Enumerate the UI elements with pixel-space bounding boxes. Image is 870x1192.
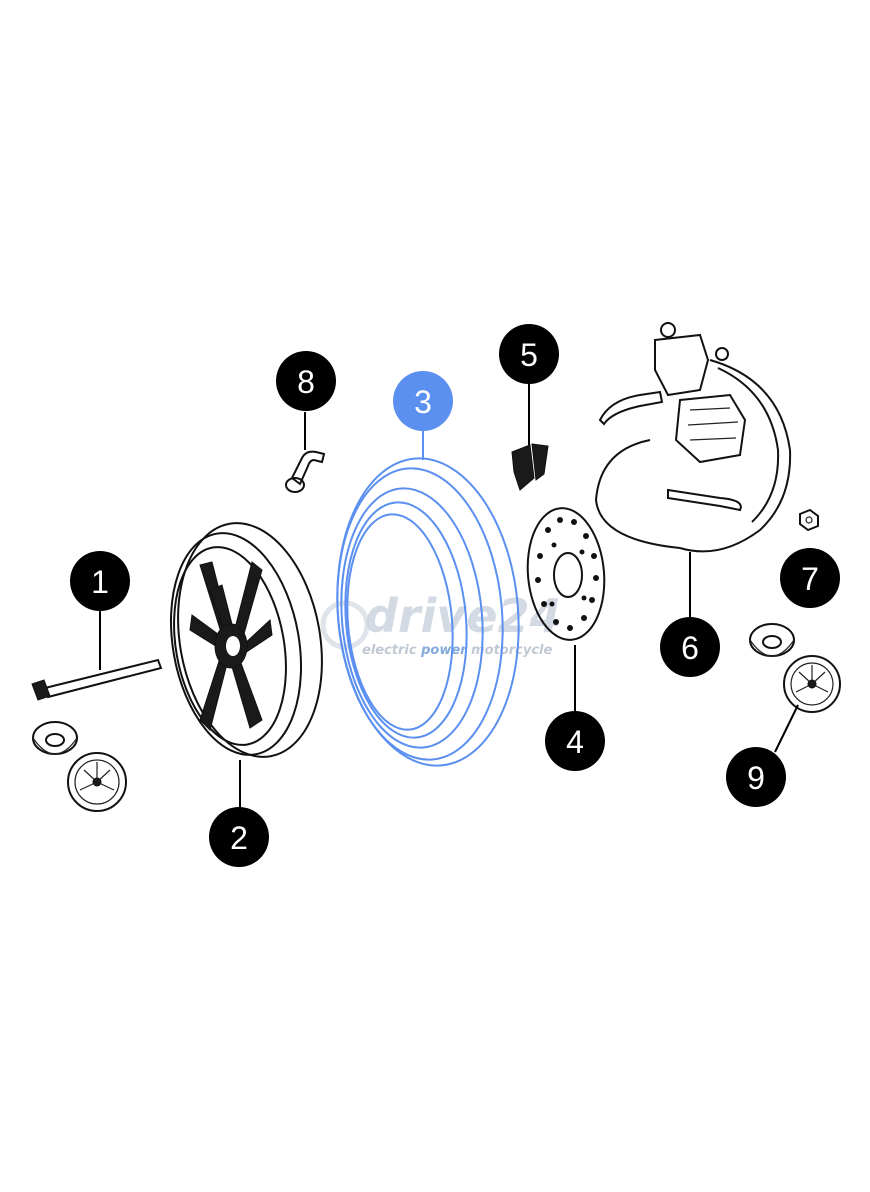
watermark-tagline-c: motorcycle: [467, 643, 553, 658]
callout-label: 7: [801, 561, 819, 597]
watermark: drive24 electric power motorcycle: [320, 589, 562, 658]
leader-9: [774, 704, 799, 753]
callout-label: 6: [681, 630, 699, 666]
hub-cover-left[interactable]: [67, 752, 127, 812]
callout-3[interactable]: 3: [393, 371, 453, 431]
callout-label: 5: [520, 337, 538, 373]
callout-label: 2: [230, 820, 248, 856]
axle-spacer-right[interactable]: [749, 623, 795, 657]
callout-label: 3: [414, 384, 432, 420]
callout-4[interactable]: 4: [545, 711, 605, 771]
brake-assembly[interactable]: [594, 322, 792, 553]
valve-stem[interactable]: [285, 450, 326, 493]
leader-lines: [99, 384, 799, 808]
callout-label: 8: [297, 364, 315, 400]
callout-1[interactable]: 1: [70, 551, 130, 611]
tire[interactable]: [325, 451, 531, 774]
callout-7[interactable]: 7: [780, 548, 840, 608]
svg-text:electric power motorcycle: electric power motorcycle: [362, 643, 552, 658]
axle-spacer-left[interactable]: [32, 721, 78, 755]
brake-pads[interactable]: [511, 443, 549, 491]
callout-label: 9: [747, 760, 765, 796]
watermark-tagline-b: power: [420, 643, 468, 658]
axle-nut[interactable]: [799, 508, 819, 532]
callout-6[interactable]: 6: [660, 617, 720, 677]
callout-label: 4: [566, 724, 584, 760]
callout-2[interactable]: 2: [209, 807, 269, 867]
watermark-tagline-a: electric: [362, 643, 421, 658]
wheel-rim[interactable]: [155, 512, 340, 769]
callout-label: 1: [91, 564, 109, 600]
hub-cover-right[interactable]: [783, 655, 841, 713]
axle-bolt[interactable]: [31, 658, 163, 701]
callout-9[interactable]: 9: [726, 747, 786, 807]
brake-disc[interactable]: [522, 505, 609, 643]
callout-8[interactable]: 8: [276, 351, 336, 411]
callout-5[interactable]: 5: [499, 324, 559, 384]
